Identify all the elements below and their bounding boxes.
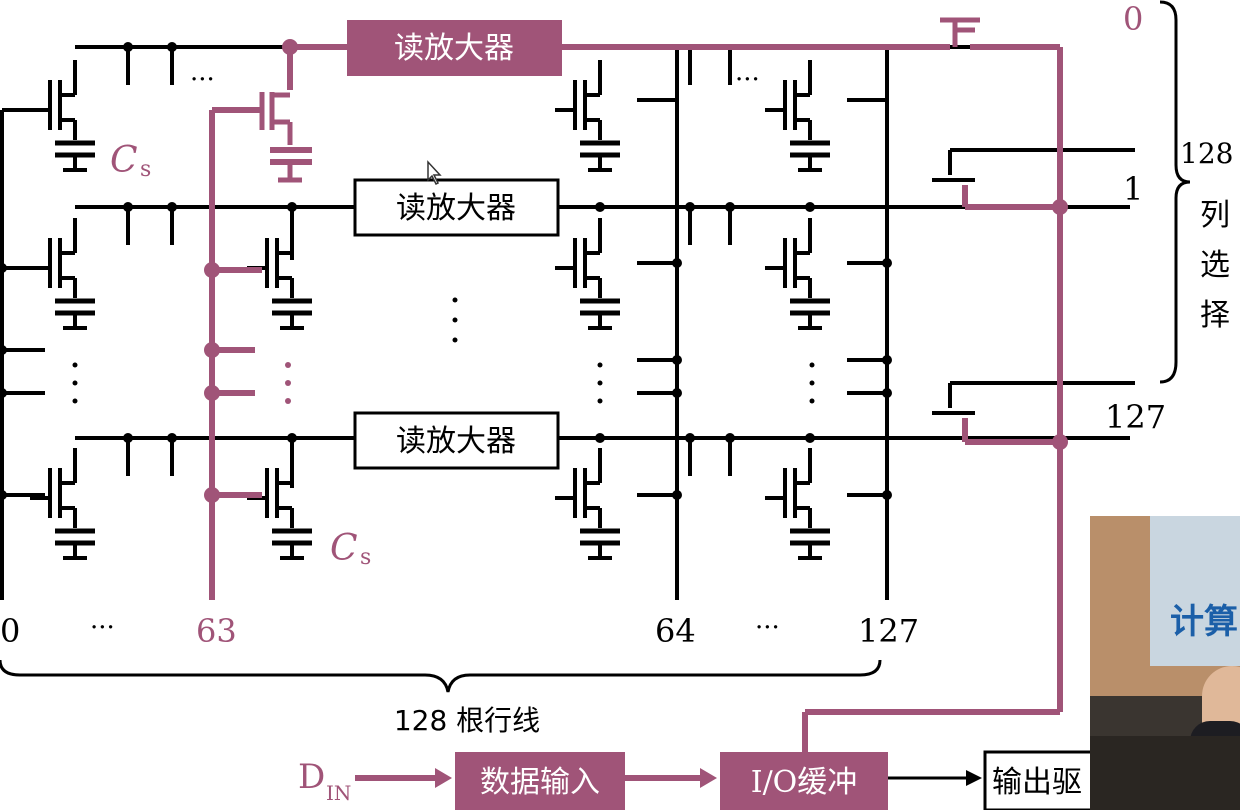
- inset-sign-panel: [1150, 516, 1240, 666]
- row-label-0: 0: [0, 612, 20, 650]
- vertical-ellipses: [72, 297, 815, 404]
- memory-cells: [2, 60, 830, 558]
- column-select-transistors: [887, 150, 975, 440]
- black-wires: [0, 45, 1135, 600]
- column-select-brace: [1159, 0, 1191, 384]
- mouse-cursor-icon: [427, 160, 442, 186]
- svg-text:I/O缓冲: I/O缓冲: [751, 765, 858, 800]
- io-buffer-box: I/O缓冲: [720, 752, 888, 810]
- svg-text:数据输入: 数据输入: [480, 765, 600, 800]
- svg-text:读放大器: 读放大器: [396, 424, 516, 459]
- select-row-0-label: 0: [1123, 0, 1143, 38]
- data-input-box: 数据输入: [455, 752, 625, 810]
- vertical-ellipses-highlight: [285, 362, 291, 404]
- svg-text:···: ···: [735, 65, 760, 95]
- junction-dots: [0, 42, 892, 500]
- svg-text:s: s: [140, 157, 151, 182]
- inset-sign-text: 计算: [1170, 602, 1238, 642]
- inset-desk: [1090, 736, 1240, 810]
- svg-text:C: C: [110, 140, 138, 181]
- svg-text:读放大器: 读放大器: [396, 191, 516, 226]
- cs-label-top: C s: [110, 140, 151, 182]
- row-label-64: 64: [655, 612, 696, 650]
- svg-text:读放大器: 读放大器: [394, 31, 514, 66]
- lecturer-video-inset: 计算: [1090, 516, 1240, 810]
- output-arrow: [888, 770, 982, 786]
- svg-text:输出驱: 输出驱: [992, 765, 1082, 800]
- ellipses: ··· ··· ··· ···: [90, 65, 780, 643]
- data-flow-arrows: [355, 768, 717, 788]
- row-lines-caption: 128 根行线: [394, 704, 540, 737]
- row-lines-brace: [0, 659, 882, 693]
- svg-text:C: C: [330, 528, 358, 569]
- highlighted-path: [209, 17, 1063, 755]
- svg-text:s: s: [360, 545, 371, 570]
- data-in-label: D IN: [298, 757, 351, 805]
- column-select-char-1: 列: [1200, 198, 1230, 233]
- row-label-63: 63: [196, 612, 237, 650]
- column-select-char-3: 择: [1200, 298, 1230, 333]
- select-row-127-label: 127: [1105, 398, 1166, 436]
- sense-amp-middle: 读放大器: [353, 178, 560, 237]
- cs-label-bottom: C s: [330, 528, 371, 570]
- svg-text:IN: IN: [326, 781, 351, 805]
- column-select-count: 128: [1180, 137, 1233, 170]
- row-label-127: 127: [858, 612, 919, 650]
- svg-text:···: ···: [190, 65, 215, 95]
- column-select-char-2: 选: [1200, 248, 1230, 283]
- sense-amp-bottom: 读放大器: [353, 411, 560, 470]
- highlight-dots: [204, 39, 1068, 503]
- svg-text:···: ···: [755, 613, 780, 643]
- svg-text:D: D: [298, 757, 325, 797]
- select-row-1-label: 1: [1123, 170, 1143, 208]
- svg-text:···: ···: [90, 613, 115, 643]
- sense-amp-top: 读放大器: [347, 20, 562, 76]
